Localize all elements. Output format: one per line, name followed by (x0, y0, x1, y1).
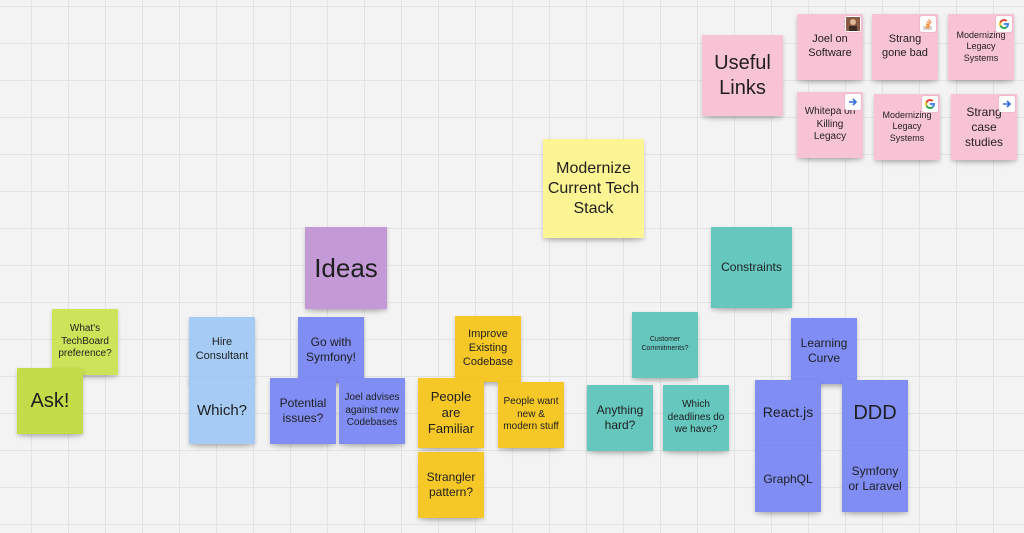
sticky-note-react-js[interactable]: React.js (755, 380, 821, 446)
link-card-whitepaper-killing-legacy[interactable]: Whitepa on Killing Legacy (797, 92, 863, 158)
sticky-note-go-with-symfony[interactable]: Go with Symfony! (298, 317, 364, 383)
sticky-note-techboard-preference[interactable]: What's TechBoard preference? (52, 309, 118, 375)
sticky-note-which[interactable]: Which? (189, 378, 255, 444)
sticky-note-strangler-pattern[interactable]: Strangler pattern? (418, 452, 484, 518)
arrow-link-icon (999, 96, 1015, 112)
sticky-note-customer-commitments[interactable]: Customer Commitments? (632, 312, 698, 378)
note-text: Hire Consultant (195, 336, 249, 362)
avatar-icon (845, 16, 861, 32)
sticky-note-joel-advises[interactable]: Joel advises against new Codebases (339, 378, 405, 444)
note-text: Which deadlines do we have? (667, 399, 725, 436)
note-text: Strang case studies (964, 104, 1004, 149)
note-text: Strang gone bad (882, 33, 928, 59)
note-text: Anything hard? (596, 403, 644, 432)
sticky-note-symfony-or-laravel[interactable]: Symfony or Laravel (842, 446, 908, 512)
sticky-note-ideas[interactable]: Ideas (305, 227, 387, 309)
link-card-modernizing-legacy-2[interactable]: Modernizing Legacy Systems (874, 94, 940, 160)
note-text: Modernize Current Tech Stack (547, 159, 640, 217)
note-text: Joel on Software (808, 33, 852, 59)
sticky-note-hire-consultant[interactable]: Hire Consultant (189, 317, 255, 383)
link-card-strang-gone-bad[interactable]: Strang gone bad (872, 14, 938, 80)
google-icon (996, 16, 1012, 32)
sticky-note-learning-curve[interactable]: Learning Curve (791, 318, 857, 384)
sticky-note-which-deadlines[interactable]: Which deadlines do we have? (663, 385, 729, 451)
note-text: Joel advises against new Codebases (344, 392, 400, 429)
sticky-note-improve-existing-codebase[interactable]: Improve Existing Codebase (455, 316, 521, 382)
note-text: Strangler pattern? (426, 470, 476, 499)
sticky-note-useful-links[interactable]: Useful Links (702, 35, 783, 116)
note-text: React.js (762, 404, 814, 421)
note-text: Customer Commitments? (641, 336, 689, 352)
note-text: GraphQL (763, 471, 813, 486)
link-card-strang-case-studies[interactable]: Strang case studies (951, 94, 1017, 160)
note-text: Potential issues? (279, 396, 327, 425)
sticky-note-graphql[interactable]: GraphQL (755, 446, 821, 512)
note-text: People want new & modern stuff (503, 396, 559, 433)
note-text: Symfony or Laravel (848, 464, 902, 493)
note-text: DDD (853, 401, 897, 424)
note-text: People are Familiar (427, 388, 475, 437)
note-text: Ideas (314, 252, 378, 283)
sticky-note-people-familiar[interactable]: People are Familiar (418, 378, 484, 448)
sticky-note-constraints[interactable]: Constraints (711, 227, 792, 308)
sticky-note-anything-hard[interactable]: Anything hard? (587, 385, 653, 451)
link-card-joel-on-software[interactable]: Joel on Software (797, 14, 863, 80)
note-text: Whitepa on Killing Legacy (804, 106, 856, 143)
stack-overflow-icon (920, 16, 936, 32)
arrow-link-icon (845, 94, 861, 110)
sticky-note-modernize-tech-stack[interactable]: Modernize Current Tech Stack (543, 139, 644, 238)
note-text: Ask! (30, 389, 70, 412)
note-text: Modernizing Legacy Systems (882, 110, 932, 143)
note-text: Which? (196, 401, 248, 419)
google-icon (922, 96, 938, 112)
sticky-note-people-want-new[interactable]: People want new & modern stuff (498, 382, 564, 448)
note-text: Modernizing Legacy Systems (956, 30, 1006, 63)
note-text: Improve Existing Codebase (462, 328, 514, 368)
sticky-note-ask[interactable]: Ask! (17, 368, 83, 434)
note-text: Constraints (721, 260, 782, 274)
note-text: Go with Symfony! (305, 335, 356, 364)
link-card-modernizing-legacy-1[interactable]: Modernizing Legacy Systems (948, 14, 1014, 80)
sticky-note-ddd[interactable]: DDD (842, 380, 908, 446)
note-text: Learning Curve (800, 336, 848, 365)
note-text: What's TechBoard preference? (58, 323, 112, 360)
note-text: Useful Links (714, 51, 771, 99)
sticky-note-potential-issues[interactable]: Potential issues? (270, 378, 336, 444)
